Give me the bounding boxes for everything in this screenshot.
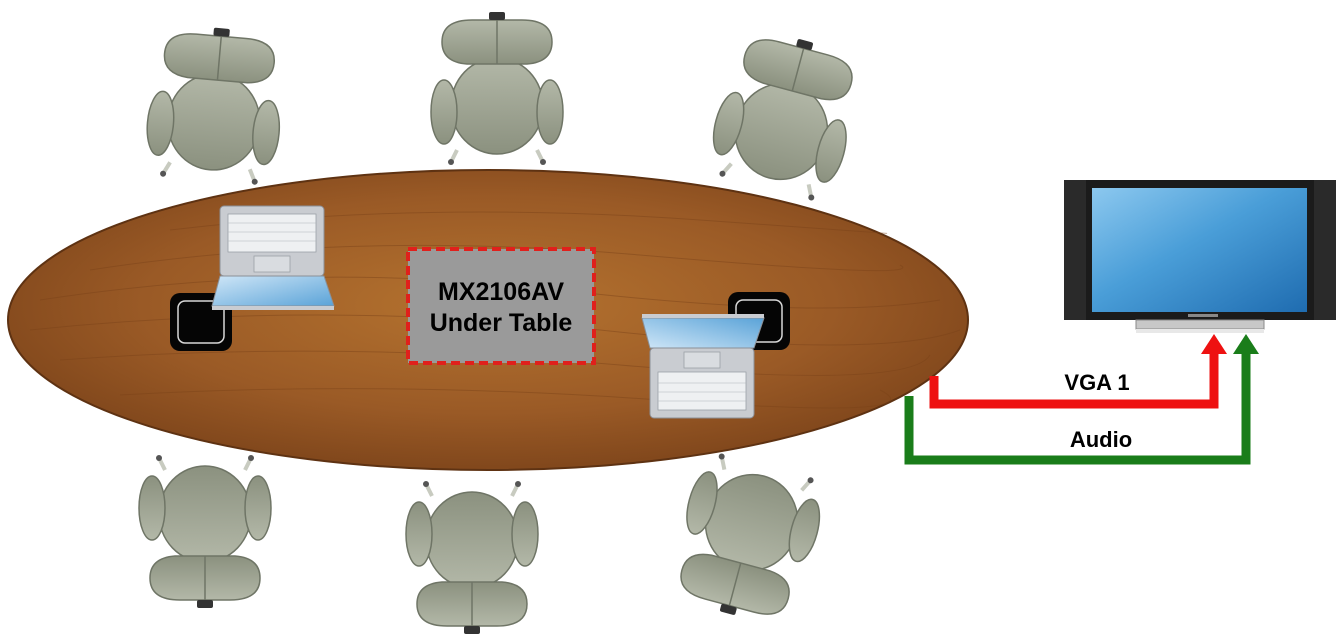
laptop-icon [212,206,334,310]
office-chair-icon [431,12,563,165]
mx2106av-device-box: MX2106AV Under Table [408,249,594,363]
office-chair-icon [406,481,538,634]
audio-label: Audio [1070,427,1132,452]
device-label-line2: Under Table [430,309,573,337]
vga-label: VGA 1 [1064,370,1129,395]
laptop-icon [642,314,764,418]
office-chair-icon [139,455,271,608]
device-label-line1: MX2106AV [438,278,564,306]
office-chair-icon [702,24,869,206]
flat-screen-tv-icon [1064,180,1336,333]
office-chair-icon [664,448,831,630]
office-chair-icon [143,23,288,187]
